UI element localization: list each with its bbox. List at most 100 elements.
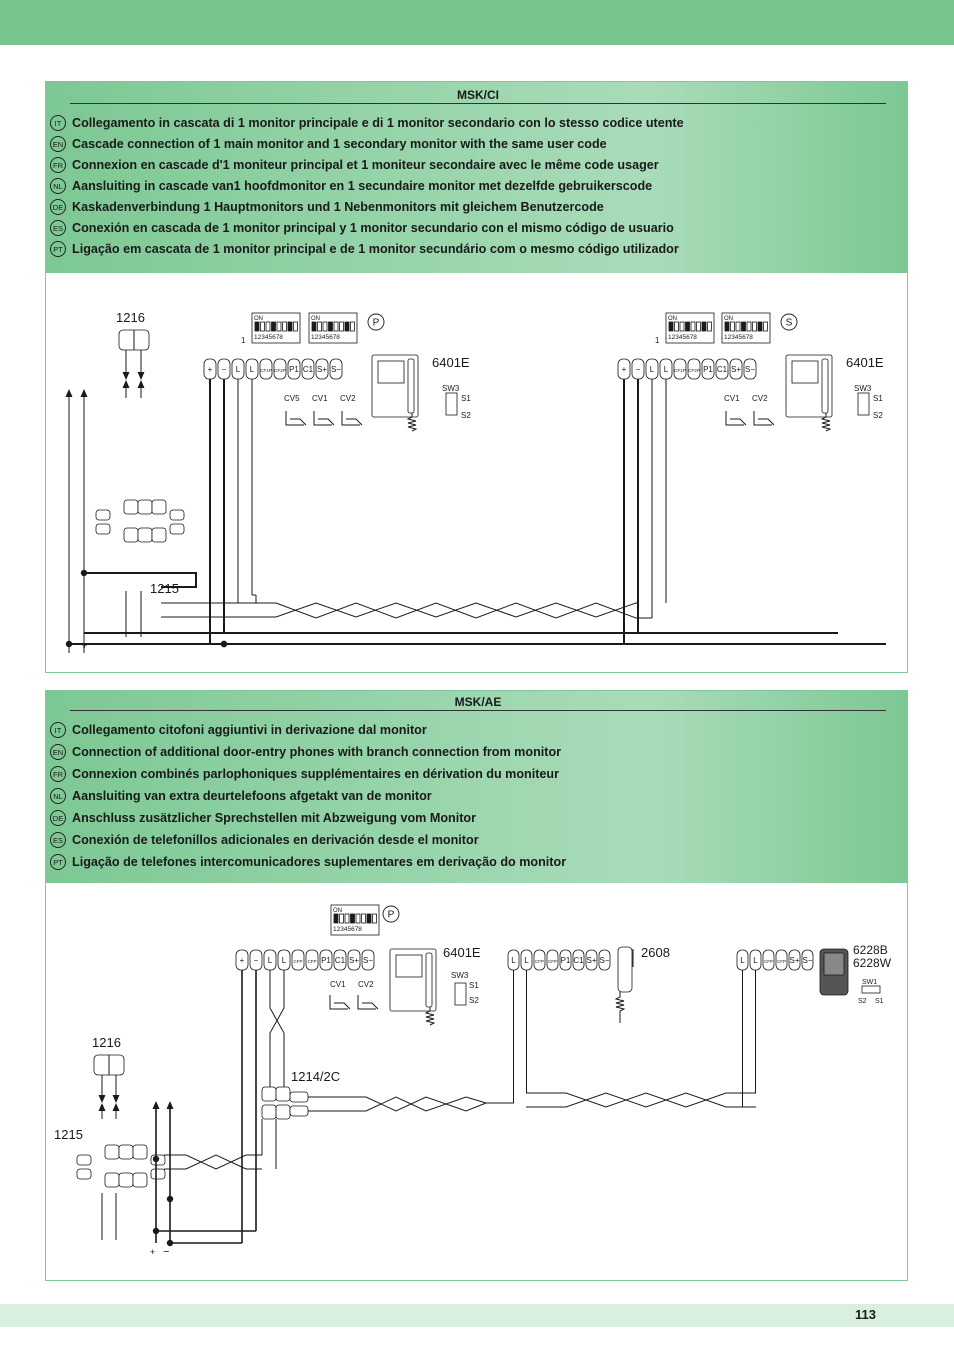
module-1214-terminal — [275, 1086, 291, 1102]
wire — [269, 970, 285, 1091]
switch-s2-label: S2 — [858, 998, 867, 1005]
terminal-label: CFP — [548, 959, 557, 964]
language-caption: Connexion en cascade d'1 moniteur princi… — [72, 158, 659, 172]
wire — [161, 602, 638, 618]
switch-s1-label: S1 — [469, 981, 479, 990]
terminal-block — [701, 358, 715, 380]
language-caption: Kaskadenverbindung 1 Hauptmonitors und 1… — [72, 200, 604, 214]
wire — [357, 995, 376, 1010]
terminal-label: L — [268, 956, 273, 965]
dip-lever — [344, 321, 350, 332]
terminal-label: CF2P — [274, 368, 286, 373]
module-1215-terminal — [150, 1168, 166, 1180]
dip-lever — [276, 321, 282, 332]
language-caption: Collegamento citofoni aggiuntivi in deri… — [72, 723, 427, 737]
wire — [362, 1002, 379, 1010]
language-badge: ES — [50, 832, 66, 848]
sw3-label: SW3 — [442, 384, 460, 393]
arrow-up-icon — [98, 1103, 106, 1111]
terminal-label: S+ — [731, 365, 741, 374]
dip-digits: 12345678 — [668, 334, 697, 341]
bus-plus-label: + — [82, 641, 87, 651]
panel-title: MSK/AE — [70, 695, 886, 711]
language-badge: IT — [50, 115, 66, 131]
module-1215-terminal — [151, 499, 167, 515]
dip-position-1: 1 — [655, 336, 660, 345]
wire — [269, 970, 285, 1091]
dip-digits: 12345678 — [311, 334, 340, 341]
dip-lever — [366, 913, 372, 924]
terminal-label: P1 — [289, 365, 299, 374]
language-caption: Collegamento in cascata di 1 monitor pri… — [72, 116, 684, 130]
switch-s1-label: S1 — [461, 394, 471, 403]
wire — [526, 970, 535, 1094]
terminal-label: + — [208, 365, 213, 374]
module-1215-terminal — [132, 1172, 148, 1188]
language-badge: PT — [50, 854, 66, 870]
dip-lever — [361, 913, 366, 924]
terminal-block — [315, 358, 329, 380]
language-badge: DE — [50, 810, 66, 826]
page-number: 113 — [855, 1307, 876, 1322]
terminal-block — [762, 949, 775, 971]
terminal-block — [743, 358, 757, 380]
dip-lever — [328, 321, 333, 332]
dip-lever — [679, 321, 685, 332]
wire — [758, 418, 775, 426]
terminal-label: CFP — [777, 959, 786, 964]
terminal-label: CFP — [308, 959, 317, 964]
arrow-up-icon — [80, 389, 88, 397]
dip-digits: 12345678 — [333, 926, 362, 933]
call-button-label: CV1 — [312, 394, 328, 403]
language-badge: FR — [50, 157, 66, 173]
module-1215-terminal — [137, 499, 153, 515]
terminal-block — [301, 358, 315, 380]
wire — [341, 411, 360, 426]
dip-lever — [350, 913, 355, 924]
dip-lever — [674, 321, 679, 332]
terminal-block — [347, 949, 361, 971]
dip-lever — [287, 321, 293, 332]
switch-s2-label: S2 — [469, 996, 479, 1005]
switch-s2-label: S2 — [873, 411, 883, 420]
module-1215-terminal — [123, 499, 139, 515]
language-badge: EN — [50, 744, 66, 760]
dip-on-label: ON — [311, 316, 320, 322]
module-1215-terminal — [95, 509, 111, 521]
monitor-screen — [377, 360, 405, 384]
arrow-up-icon — [65, 389, 73, 397]
terminal-block — [273, 358, 287, 380]
language-badge: PT — [50, 241, 66, 257]
monitor-model-label: 6401E — [846, 355, 884, 370]
switch-s1-label: S1 — [873, 394, 883, 403]
dip-on-label: ON — [668, 316, 677, 322]
terminal-label: L — [524, 956, 529, 965]
call-button-label: CV2 — [752, 394, 768, 403]
terminal-label: CFP — [294, 959, 303, 964]
module-1214-terminal — [261, 1086, 277, 1102]
sw3-label: SW3 — [451, 971, 469, 980]
dip-lever — [317, 321, 322, 332]
terminal-label: − — [254, 956, 259, 965]
dip-lever — [293, 321, 298, 332]
lang-row-de: DE Anschluss zusätzlicher Sprechstellen m… — [50, 808, 476, 828]
module-1214-terminal — [261, 1104, 277, 1120]
terminal-block — [572, 949, 585, 971]
terminal-label: L — [282, 956, 287, 965]
terminal-label: S+ — [349, 956, 359, 965]
dip-lever — [355, 913, 361, 924]
unit-label-1216: 1216 — [116, 310, 145, 325]
dip-lever — [696, 321, 701, 332]
dip-on-label: ON — [724, 316, 733, 322]
dip-lever — [763, 321, 768, 332]
terminal-label: C1 — [573, 956, 584, 965]
language-caption: Anschluss zusätzlicher Sprechstellen mit… — [72, 811, 476, 825]
wire — [346, 418, 363, 426]
